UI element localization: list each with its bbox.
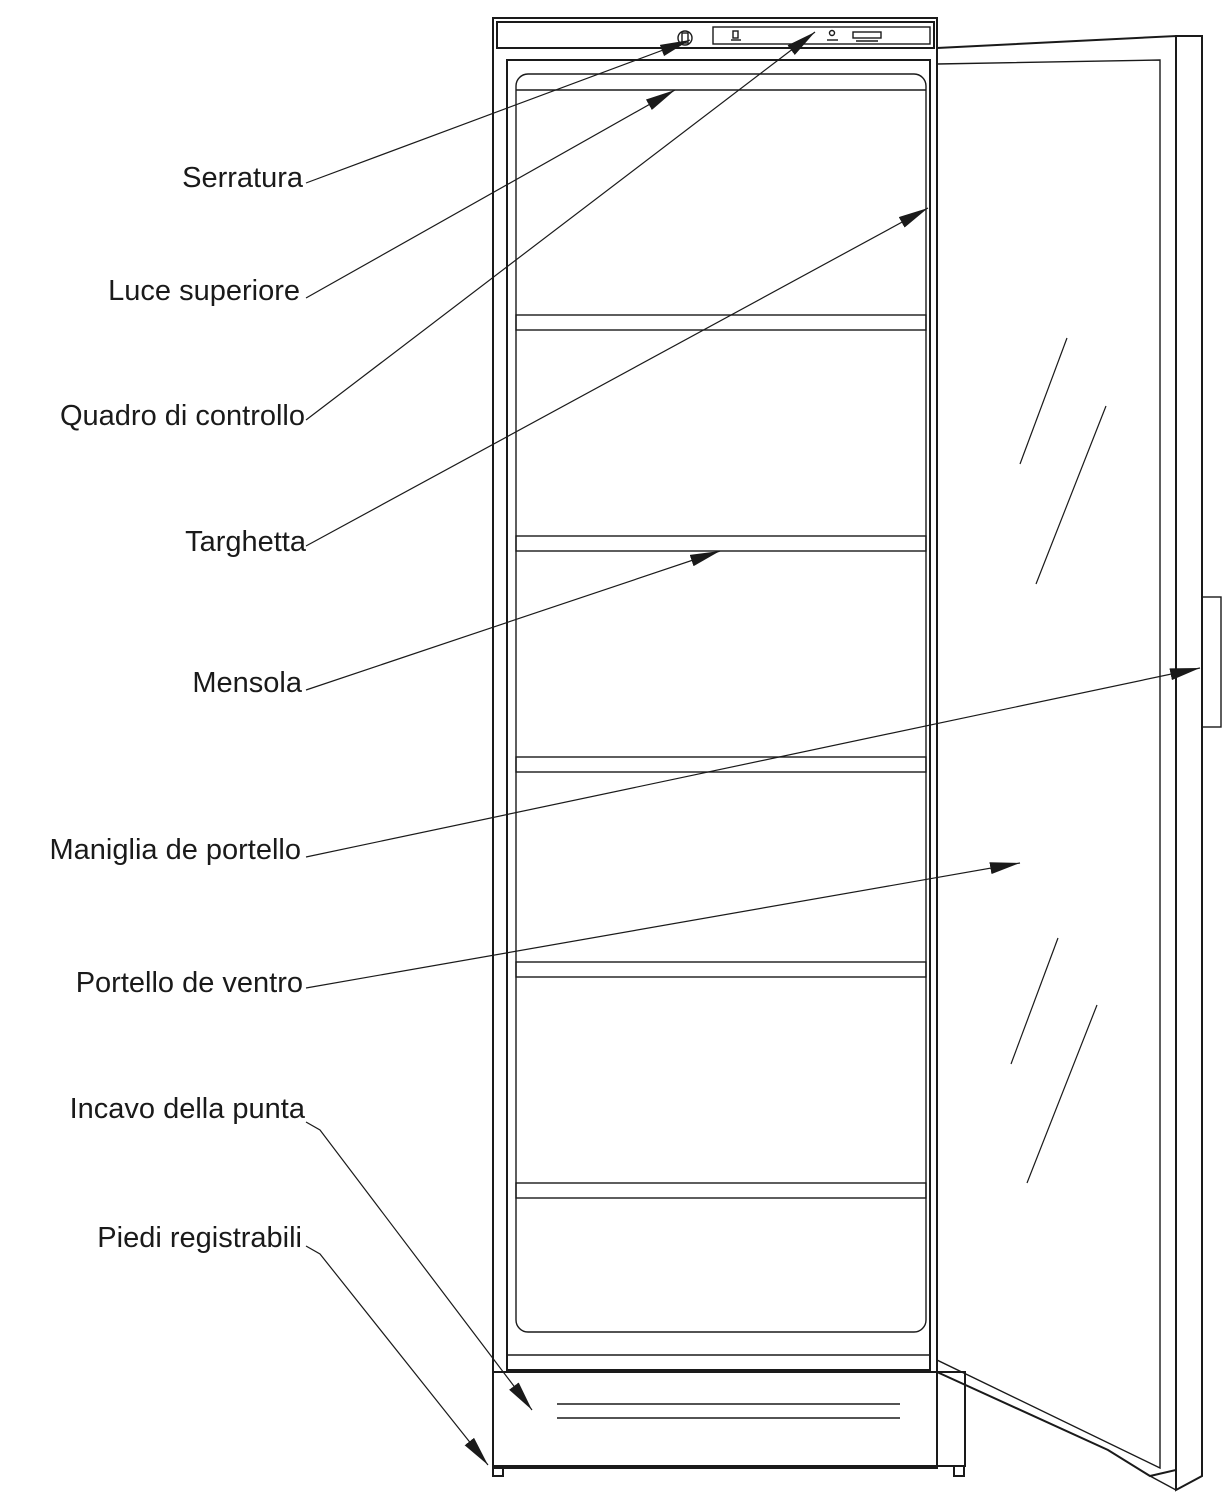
cabinet-outer bbox=[492, 17, 938, 1469]
control-panel bbox=[677, 26, 931, 46]
open-door bbox=[936, 34, 1222, 1492]
leader-shelf bbox=[305, 550, 721, 691]
glass-reflection-2 bbox=[1035, 405, 1107, 585]
door-handle bbox=[1201, 596, 1222, 728]
shelf-4 bbox=[515, 961, 927, 978]
shelf-2 bbox=[515, 535, 927, 552]
indicator-light-icon bbox=[828, 29, 836, 37]
shelf-3 bbox=[515, 756, 927, 773]
glass-reflection-1 bbox=[1019, 337, 1068, 465]
cabinet bbox=[492, 17, 966, 1477]
inner-liner bbox=[506, 59, 931, 1371]
toe-recess-base bbox=[492, 1371, 966, 1467]
leader-glass-door bbox=[305, 862, 1021, 989]
glass-reflection-4 bbox=[1026, 1004, 1098, 1184]
leader-door-handle bbox=[305, 667, 1201, 858]
leader-rating-plate bbox=[305, 207, 929, 547]
leader-lock bbox=[305, 39, 691, 184]
leader-toe-recess bbox=[305, 1121, 533, 1411]
label-door-handle: Maniglia de portello bbox=[50, 834, 301, 866]
leader-control-panel bbox=[305, 31, 816, 421]
thermostat-icon bbox=[732, 30, 739, 39]
door-bottom-edge bbox=[1149, 1475, 1177, 1491]
label-glass-door: Portello de ventro bbox=[76, 967, 303, 999]
label-lock: Serratura bbox=[182, 162, 304, 194]
top-header bbox=[496, 21, 935, 49]
label-top-light: Luce superiore bbox=[108, 275, 300, 307]
label-control-panel: Quadro di controllo bbox=[60, 400, 305, 432]
right-foot bbox=[953, 1465, 965, 1477]
left-foot bbox=[492, 1465, 504, 1477]
door-outer bbox=[936, 34, 1177, 1478]
shelf-1 bbox=[515, 314, 927, 331]
control-panel-box bbox=[712, 26, 931, 45]
callout-labels: Serratura Luce superiore Quadro di contr… bbox=[50, 162, 307, 1254]
shelves bbox=[515, 314, 927, 1199]
leader-adjustable-feet bbox=[305, 1245, 489, 1466]
label-shelf: Mensola bbox=[192, 667, 302, 699]
leader-top-light bbox=[305, 89, 676, 299]
display-icon bbox=[852, 31, 882, 39]
door-glass-frame bbox=[936, 59, 1161, 1470]
leader-lines bbox=[305, 31, 1201, 1466]
door-edge bbox=[1175, 35, 1203, 1492]
shelf-5 bbox=[515, 1182, 927, 1199]
label-toe-recess: Incavo della punta bbox=[70, 1093, 306, 1125]
label-adjustable-feet: Piedi registrabili bbox=[97, 1222, 302, 1254]
glass-reflection-3 bbox=[1010, 937, 1059, 1065]
inner-panel bbox=[515, 73, 927, 1333]
label-rating-plate: Targhetta bbox=[185, 526, 307, 558]
